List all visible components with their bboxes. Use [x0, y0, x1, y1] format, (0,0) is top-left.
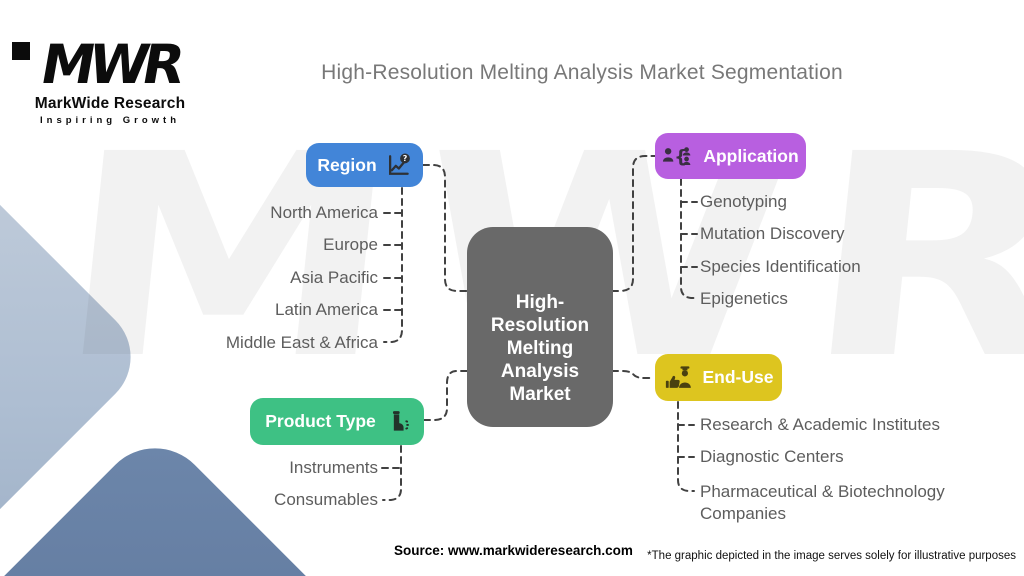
logo-name: MarkWide Research — [34, 95, 186, 112]
region-item: Europe — [323, 235, 378, 254]
inhaler-icon — [383, 409, 409, 435]
region-item: Latin America — [275, 300, 378, 319]
disclaimer-text: *The graphic depicted in the image serve… — [647, 550, 1016, 562]
person-thumbs-up-icon — [664, 364, 696, 391]
line-chart-question-icon: ? — [384, 151, 412, 179]
svg-text:?: ? — [402, 154, 407, 163]
logo-square-mark — [12, 42, 30, 60]
logo-monogram: MWR — [36, 33, 185, 96]
application-item: Epigenetics — [700, 289, 788, 308]
region-item: Asia Pacific — [290, 268, 378, 287]
people-group-icon: { — [662, 143, 696, 169]
region-list-spine — [383, 187, 403, 343]
product-list-spine — [382, 445, 402, 501]
page-title: High-Resolution Melting Analysis Market … — [321, 61, 843, 84]
application-label: Application — [703, 145, 799, 166]
branch-node-application: { Application — [655, 133, 806, 179]
branch-node-end-use: End-Use — [655, 354, 782, 401]
end-use-item: Diagnostic Centers — [700, 447, 844, 466]
connector-product-center — [423, 370, 468, 421]
end-use-label: End-Use — [702, 367, 774, 387]
connector-center-application — [611, 155, 656, 292]
application-item: Genotyping — [700, 192, 787, 211]
markwide-logo: MWR MarkWide Research Inspiring Growth — [30, 33, 190, 126]
product-type-item: Consumables — [274, 490, 378, 509]
connector-region-center — [422, 164, 468, 292]
svg-text:{: { — [675, 147, 688, 168]
application-list-spine — [680, 178, 698, 299]
product-type-label: Product Type — [265, 411, 376, 431]
source-text: Source: www.markwideresearch.com — [394, 543, 633, 558]
enduse-list-spine — [677, 401, 695, 492]
end-use-item: Pharmaceutical & Biotechnology Companies — [700, 482, 945, 523]
branch-node-product-type: Product Type — [250, 398, 424, 445]
application-item: Mutation Discovery — [700, 224, 845, 243]
product-type-item: Instruments — [289, 458, 378, 477]
end-use-item: Research & Academic Institutes — [700, 415, 941, 434]
region-label: Region — [317, 154, 377, 175]
branch-node-region: Region ? — [306, 143, 423, 187]
logo-tagline: Inspiring Growth — [40, 115, 180, 126]
region-item: Middle East & Africa — [225, 333, 378, 352]
connector-center-enduse — [611, 370, 655, 379]
application-item: Species Identification — [700, 257, 861, 276]
central-market-node: High-Resolution Melting Analysis Market — [467, 227, 613, 427]
region-item: North America — [270, 203, 378, 222]
